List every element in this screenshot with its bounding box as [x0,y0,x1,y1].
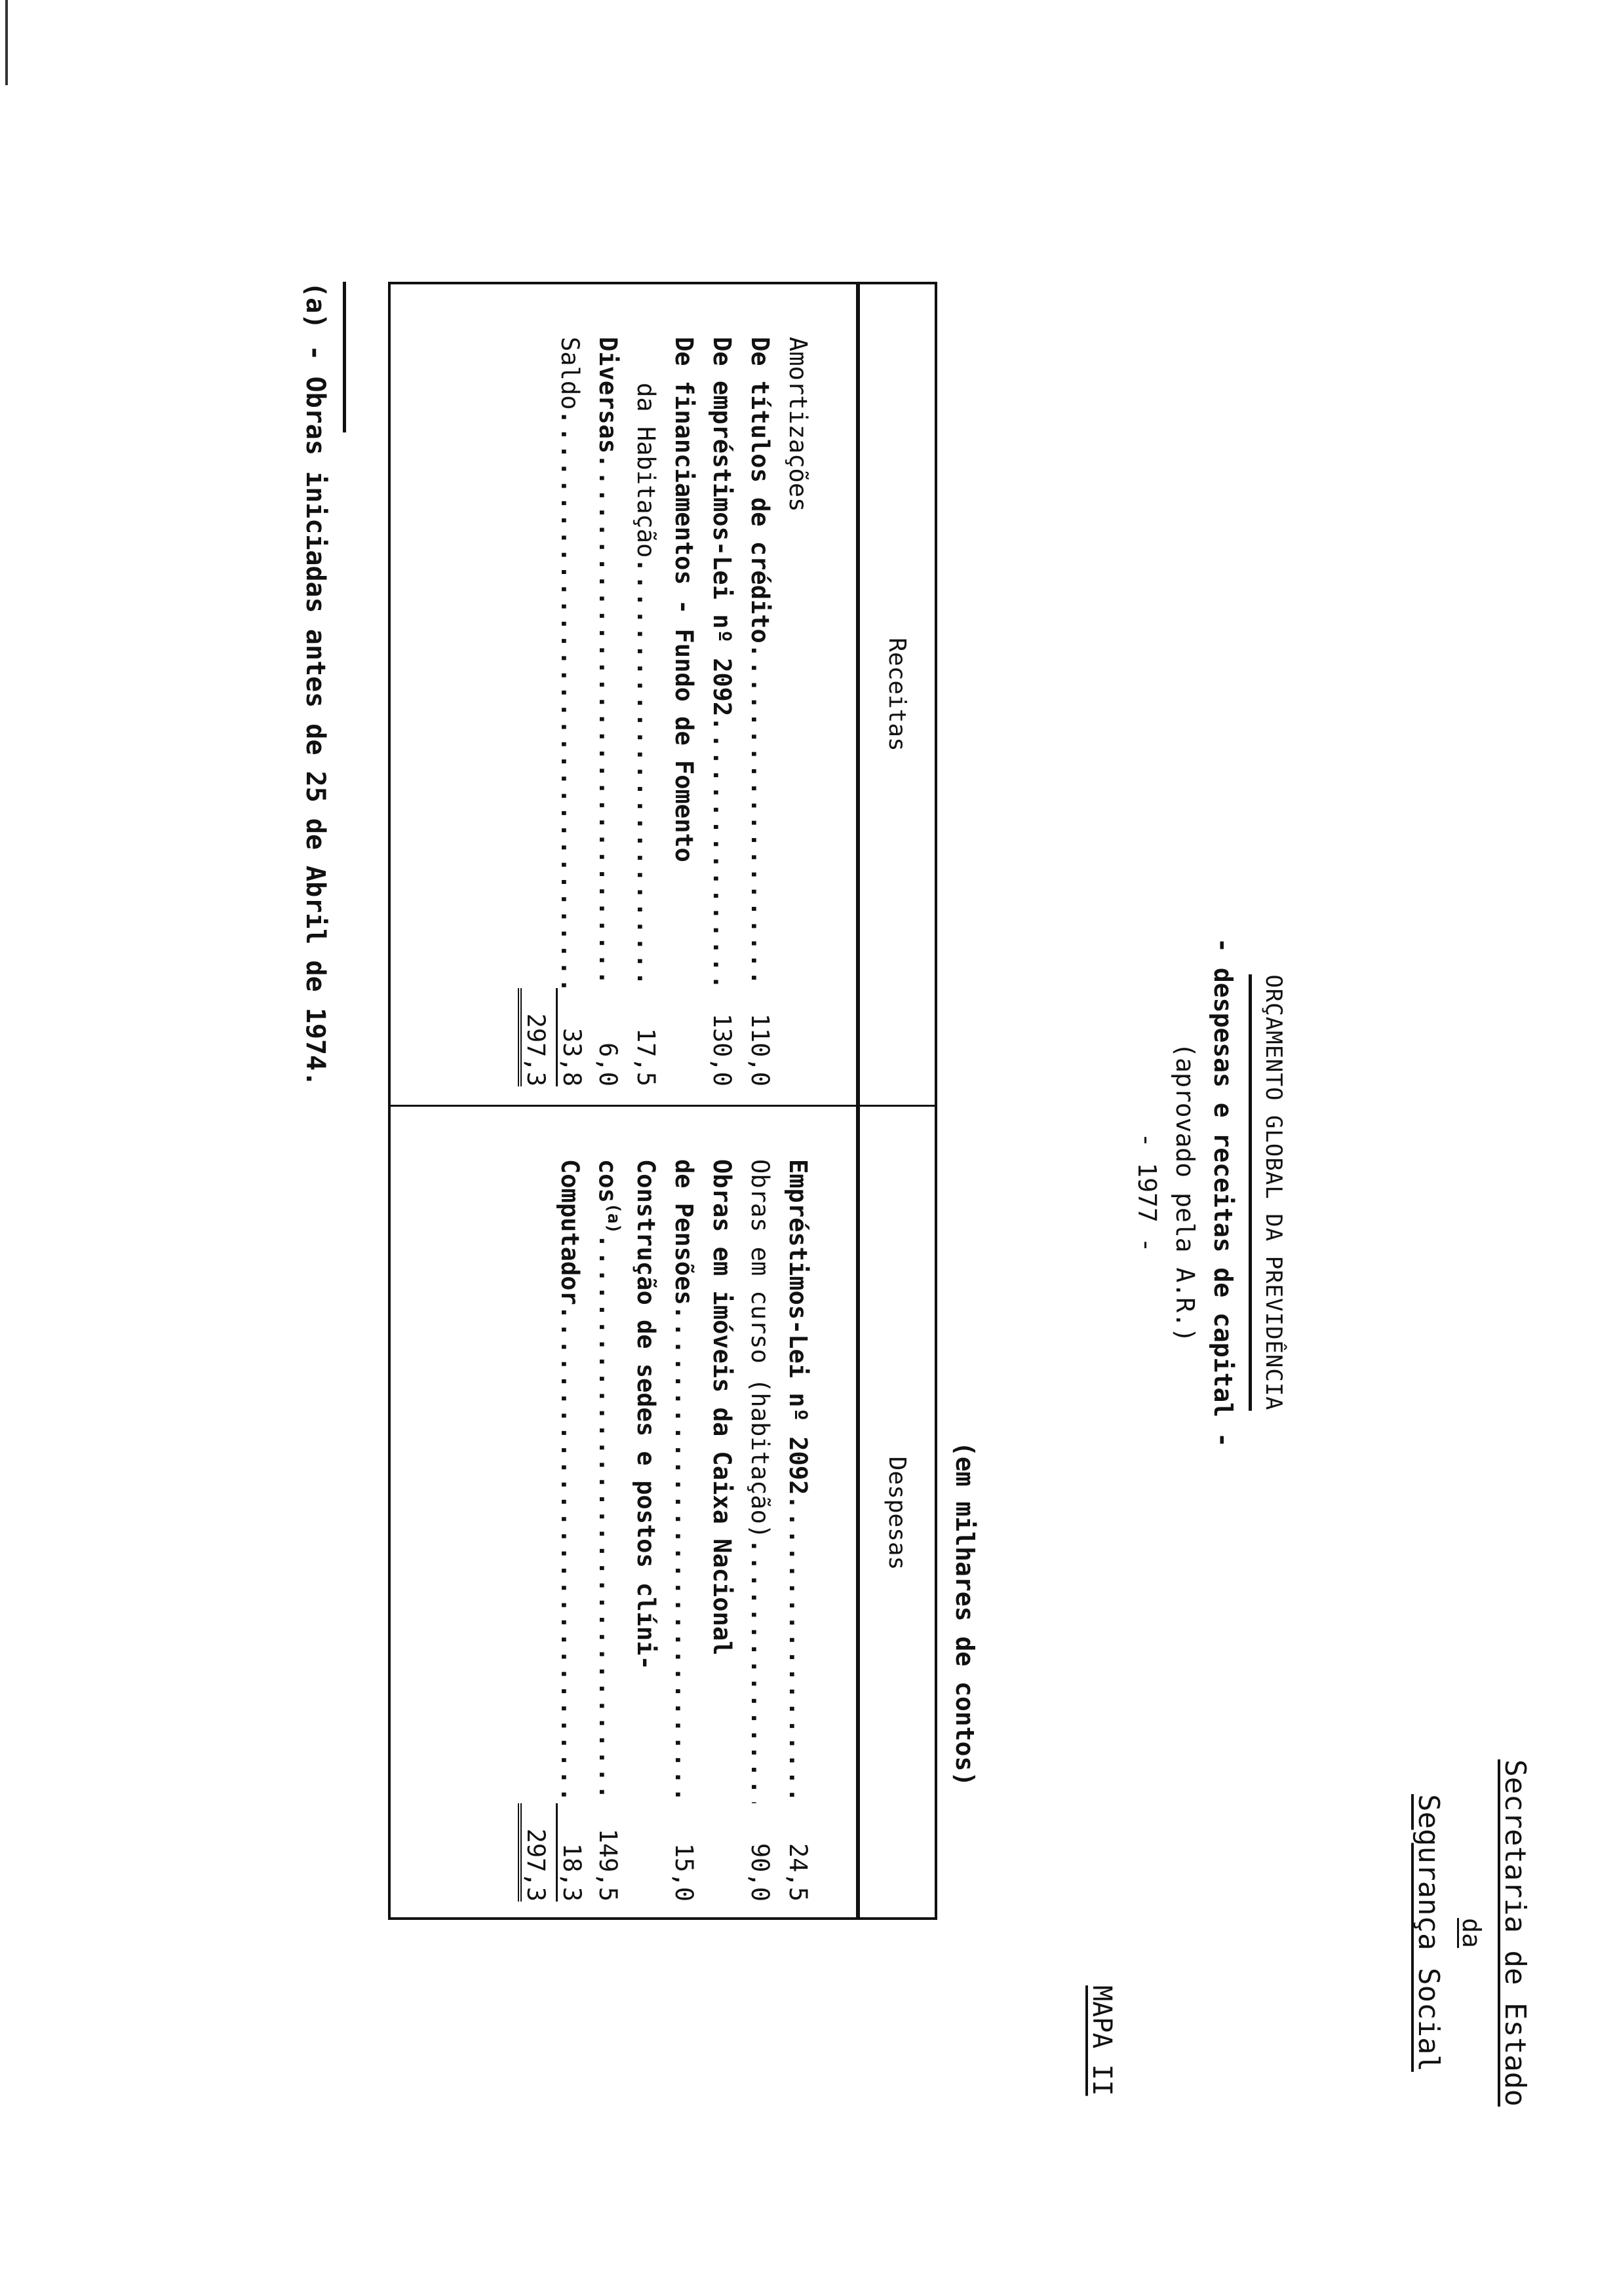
map-label: MAPA II [1087,1985,1117,2096]
title-line-3: (aprovado pela A.R.) [1171,1043,1199,1343]
budget-table: Receitas Despesas Amortizações De título… [388,282,937,1920]
row-label: Computador [556,1159,584,1305]
row-value: 17,5 [632,1027,660,1086]
dot-leader [556,410,584,988]
table-row: De títulos de crédito 110,0 [746,337,784,1086]
dot-leader [670,1305,698,1803]
table-row: Empréstimos-Lei nº 2092 24,5 [784,1159,822,1902]
dot-leader [708,716,736,988]
dot-leader [746,1539,774,1803]
row-label: cos(a) [594,1159,623,1234]
header-receitas: Receitas [856,284,935,1107]
row-label: De títulos de crédito [746,337,774,643]
dot-leader [556,1305,584,1803]
row-label: de Pensões [670,1159,698,1305]
row-label-text: cos [594,1159,622,1203]
table-row: Obras em imóveis da Caixa Nacional [708,1159,746,1902]
footnote-separator [343,282,346,432]
row-label: Obras em curso (habitação) [746,1159,774,1539]
section-label: Amortizações [784,337,812,512]
table-row: Obras em curso (habitação) 90,0 [746,1159,784,1902]
dot-leader [632,558,660,988]
row-value: 110,0 [746,1013,774,1086]
org-line-2: da [1457,1918,1486,1948]
issuing-organization: Secretaria de Estado da Segurança Social [1407,1723,1536,2143]
table-row: De financiamentos - Fundo de Fomento [670,337,708,1086]
row-value: 18,3 [556,1803,586,1902]
dot-leader [746,643,774,988]
table-row: cos(a) 149,5 [594,1159,632,1902]
total-value: 297,3 [518,1803,550,1902]
table-row: da Habitação 17,5 [632,337,670,1086]
row-label: Obras em imóveis da Caixa Nacional [708,1159,736,1656]
table-row: Diversas 6,0 [594,337,632,1086]
table-row: Construção de sedes e postos clíni- [632,1159,670,1902]
row-value: 15,0 [670,1843,698,1902]
org-line-3: Segurança Social [1412,1794,1445,2072]
org-line-1: Secretaria de Estado [1498,1759,1532,2107]
row-label: Empréstimos-Lei nº 2092 [784,1159,812,1495]
dot-leader [784,1495,812,1803]
row-label: Construção de sedes e postos clíni- [632,1159,660,1670]
receitas-column: Amortizações De títulos de crédito 110,0… [391,284,856,1107]
total-value: 297,3 [518,988,550,1086]
row-label: Saldo [556,337,584,410]
document-title: ORÇAMENTO GLOBAL DA PREVIDÊNCIA - despes… [1128,865,1294,1520]
table-row: Saldo 33,8 [556,337,594,1086]
scan-artifact-line [5,0,8,85]
title-line-1: ORÇAMENTO GLOBAL DA PREVIDÊNCIA [1249,974,1293,1411]
row-label: De financiamentos - Fundo de Fomento [670,337,698,862]
header-despesas: Despesas [856,1107,935,1920]
row-value: 6,0 [594,1043,622,1086]
footnote: (a) - Obras iniciadas antes de 25 de Abr… [300,282,330,1087]
unit-note: (em milhares de contos) [950,1442,979,1787]
row-value: 149,5 [594,1828,622,1902]
table-row: de Pensões 15,0 [670,1159,708,1902]
footnote-ref: (a) [604,1202,624,1234]
row-value: 33,8 [556,988,586,1086]
row-value: 24,5 [784,1843,812,1902]
row-value: 130,0 [708,1013,736,1086]
table-row: De empréstimos-Lei nº 2092 130,0 [708,337,746,1086]
dot-leader [594,1234,622,1803]
total-row: 297,3 [518,1159,556,1902]
row-label: De empréstimos-Lei nº 2092 [708,337,736,717]
table-row: Computador 18,3 [556,1159,594,1902]
dot-leader [594,453,622,988]
receitas-section-label: Amortizações [784,337,822,1086]
title-line-2: - despesas e receitas de capital - [1209,938,1237,1447]
row-label: da Habitação [632,383,660,558]
total-row: 297,3 [518,337,556,1086]
row-label: Diversas [594,337,622,454]
title-line-4: - 1977 - [1133,1132,1161,1253]
row-value: 90,0 [746,1843,774,1902]
despesas-column: Empréstimos-Lei nº 2092 24,5 Obras em cu… [391,1107,856,1920]
